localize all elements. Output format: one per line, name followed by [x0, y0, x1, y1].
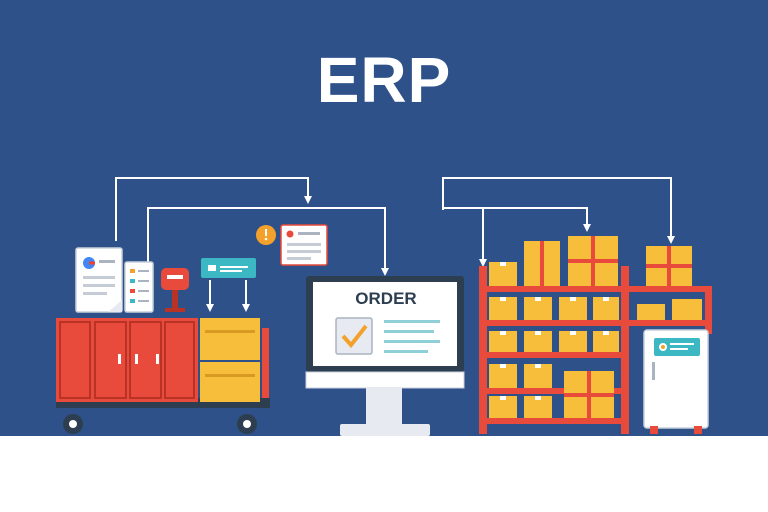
notification-icon: [256, 225, 276, 245]
connector-shelf-mid: [443, 207, 591, 232]
shelf-boxes: [489, 236, 702, 418]
warehouse-shelves: [479, 266, 712, 434]
label-icon: [201, 258, 256, 278]
order-screen-label: ORDER: [355, 289, 417, 308]
robot-icon: [161, 268, 189, 312]
checkbox-icon: [335, 317, 373, 355]
connector-shelf-top: [442, 177, 675, 244]
page-title: ERP: [316, 44, 452, 116]
connector-lines: [115, 177, 675, 312]
fridge-label-icon: [654, 338, 700, 356]
storage-cart: [56, 318, 270, 434]
checklist-icon: [124, 261, 154, 313]
alert-card-icon: [280, 224, 328, 266]
connector-checklist-to-order: [147, 207, 389, 276]
order-lines: [384, 320, 440, 353]
connector-docs-to-monitor: [115, 177, 312, 241]
document-icon: [75, 247, 123, 313]
floor: [0, 436, 768, 512]
